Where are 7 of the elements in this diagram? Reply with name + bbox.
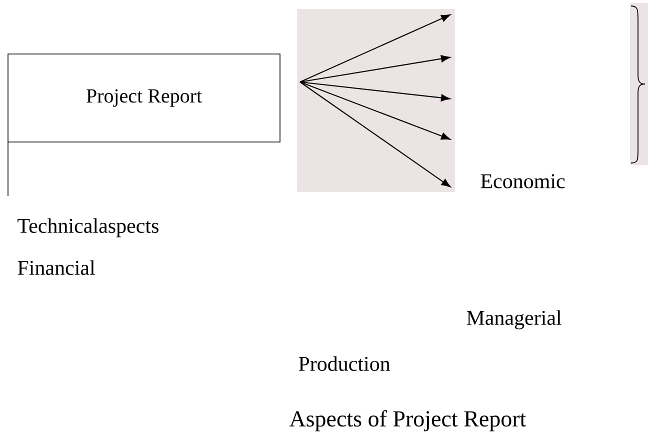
label: Production — [298, 356, 390, 371]
label: Technicalaspects — [18, 218, 158, 238]
label: Financial — [18, 260, 95, 275]
text-box: Project Report — [8, 54, 280, 142]
label: Economic — [480, 174, 565, 188]
caption: Aspects of Project Report — [289, 410, 526, 432]
label: Managerial — [466, 310, 562, 330]
